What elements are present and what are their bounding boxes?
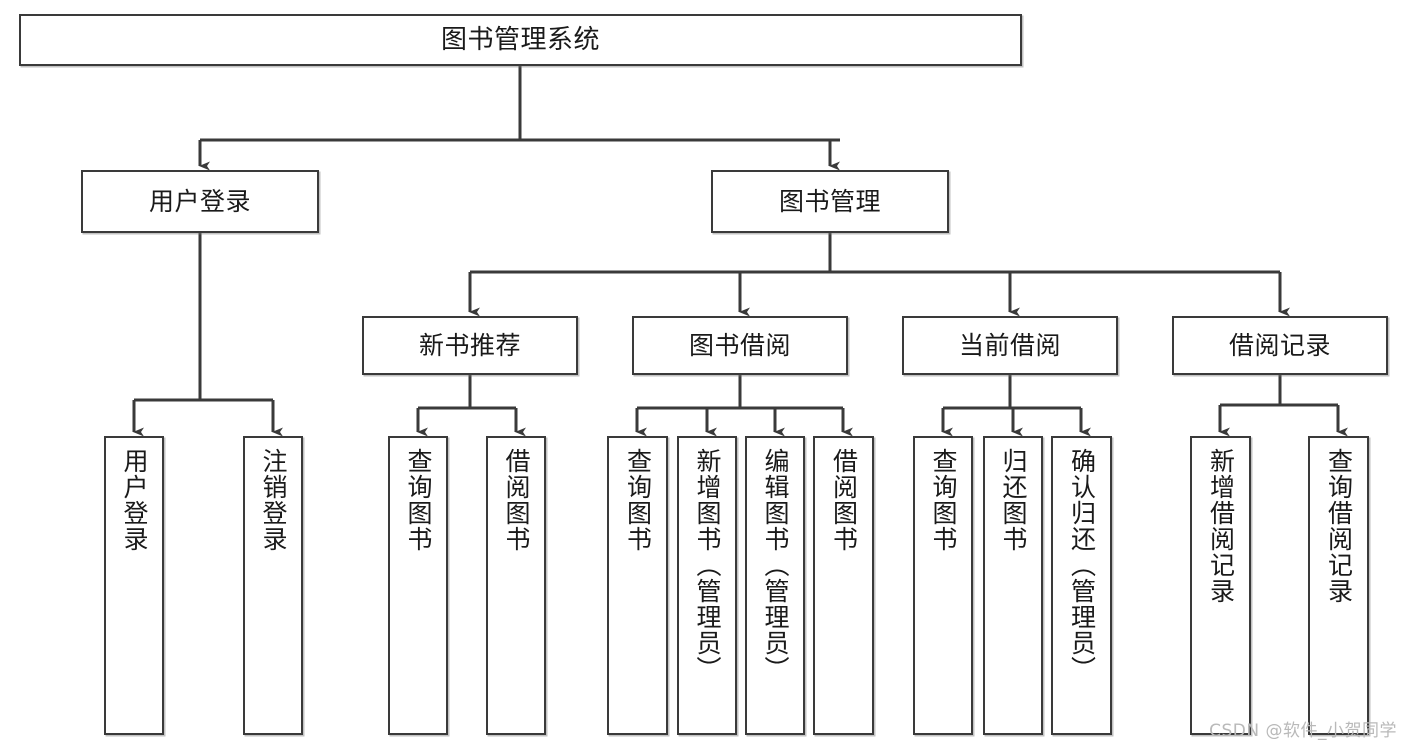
node-leaf-query-book-2[interactable]: 查询图书 [607,436,668,735]
node-user-login[interactable]: 用户登录 [81,170,319,233]
node-label: 查询图书 [623,448,653,552]
node-root-system[interactable]: 图书管理系统 [19,14,1022,66]
node-label: 借阅图书 [502,448,531,552]
node-leaf-confirm-return[interactable]: 确认归还（管理员） [1051,436,1112,735]
node-label: 用户登录 [148,186,251,216]
node-leaf-query-record[interactable]: 查询借阅记录 [1308,436,1369,735]
node-leaf-user-login[interactable]: 用户登录 [104,436,164,735]
node-label: 查询借阅记录 [1324,448,1354,604]
node-label: 借阅记录 [1228,330,1331,360]
node-new-book-recommend[interactable]: 新书推荐 [362,316,578,375]
node-label: 新增借阅记录 [1206,448,1236,604]
node-label: 新增图书（管理员） [693,448,722,682]
node-label: 确认归还（管理员） [1067,448,1097,682]
node-leaf-edit-book[interactable]: 编辑图书（管理员） [745,436,805,735]
node-book-manage[interactable]: 图书管理 [711,170,949,233]
node-label: 图书管理 [778,186,881,216]
node-label: 图书管理系统 [440,24,600,55]
node-label: 用户登录 [120,448,149,552]
node-leaf-query-book-1[interactable]: 查询图书 [388,436,448,735]
node-label: 注销登录 [259,448,288,552]
node-leaf-user-logout[interactable]: 注销登录 [243,436,303,735]
node-leaf-borrow-book-1[interactable]: 借阅图书 [486,436,546,735]
node-label: 查询图书 [929,448,958,552]
node-label: 编辑图书（管理员） [761,448,790,682]
watermark-text: CSDN @软件_小贺同学 [1209,721,1397,741]
node-label: 查询图书 [404,448,433,552]
node-leaf-borrow-book-2[interactable]: 借阅图书 [813,436,874,735]
node-label: 图书借阅 [688,330,791,360]
node-leaf-return-book[interactable]: 归还图书 [983,436,1043,735]
node-book-borrow[interactable]: 图书借阅 [632,316,848,375]
node-leaf-query-book-3[interactable]: 查询图书 [913,436,973,735]
node-label: 当前借阅 [958,330,1061,360]
node-current-borrow[interactable]: 当前借阅 [902,316,1118,375]
node-label: 新书推荐 [418,330,521,360]
node-leaf-add-book[interactable]: 新增图书（管理员） [677,436,737,735]
node-borrow-record[interactable]: 借阅记录 [1172,316,1388,375]
node-label: 归还图书 [999,448,1028,552]
node-leaf-add-record[interactable]: 新增借阅记录 [1190,436,1251,735]
node-label: 借阅图书 [829,448,859,552]
